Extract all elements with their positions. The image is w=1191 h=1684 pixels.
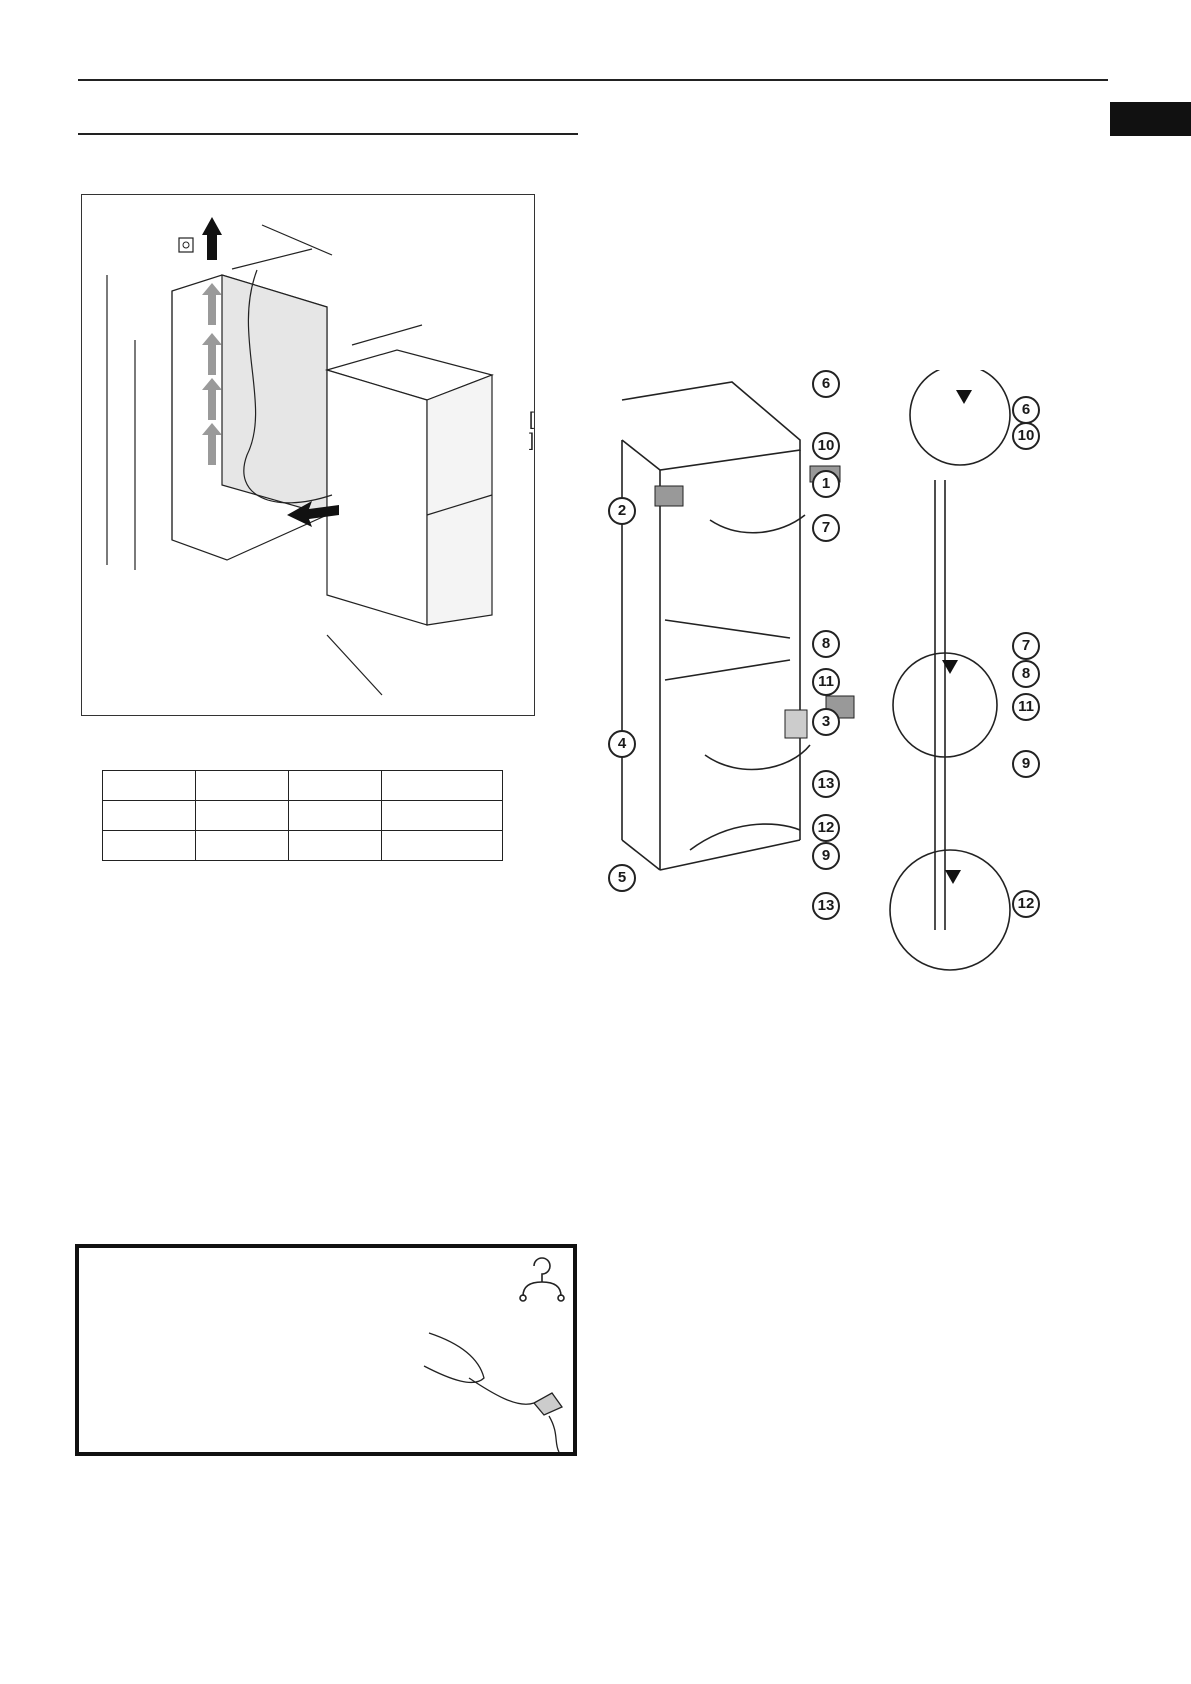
callout-6: 6: [812, 370, 840, 398]
safety-warning-box: [75, 1244, 577, 1456]
callout-10: 10: [812, 432, 840, 460]
figure-bracket: [ ]: [529, 409, 535, 450]
table-cell: [381, 770, 503, 801]
table-cell: [381, 830, 503, 861]
table-cell: [195, 800, 289, 831]
callout-5: 5: [608, 864, 636, 892]
callout-9: 9: [812, 842, 840, 870]
callout-12-detail: 12: [1012, 890, 1040, 918]
table-row: [102, 770, 503, 801]
callout-3: 3: [812, 708, 840, 736]
unplug-hand-illustration: [423, 1332, 563, 1452]
callout-7: 7: [812, 514, 840, 542]
callout-6-detail: 6: [1012, 396, 1040, 424]
hinge-diagram: [621, 370, 1011, 971]
section-rule: [78, 133, 578, 135]
callout-13-detail: 13: [812, 892, 840, 920]
callout-9-detail: 9: [1012, 750, 1040, 778]
niche-diagram: [106, 217, 494, 696]
callout-1: 1: [812, 470, 840, 498]
installation-figure: [ ]: [81, 194, 535, 716]
header-rule: [78, 79, 1108, 81]
table-row: [102, 800, 503, 831]
callout-8-detail: 8: [1012, 660, 1040, 688]
table-row: [102, 830, 503, 861]
callout-12: 12: [812, 814, 840, 842]
table-cell: [102, 800, 196, 831]
callout-7-detail: 7: [1012, 632, 1040, 660]
callout-13: 13: [812, 770, 840, 798]
callout-10-detail: 10: [1012, 422, 1040, 450]
hinge-reversal-figure: 6 10 1 2 8 11 3 4 13 12 5 6 10 7 7 8 11 …: [600, 370, 1080, 980]
dimension-table: [102, 770, 503, 861]
callout-11: 11: [812, 668, 840, 696]
callout-2: 2: [608, 497, 636, 525]
callout-4: 4: [608, 730, 636, 758]
table-cell: [102, 830, 196, 861]
warning-illustration: [423, 1257, 565, 1452]
table-cell: [288, 800, 382, 831]
callout-8: 8: [812, 630, 840, 658]
electrical-safety-icon: [519, 1257, 565, 1302]
table-cell: [288, 830, 382, 861]
table-cell: [195, 770, 289, 801]
callout-11-detail: 11: [1012, 693, 1040, 721]
table-cell: [102, 770, 196, 801]
language-tab[interactable]: [1110, 102, 1191, 136]
table-cell: [288, 770, 382, 801]
table-cell: [381, 800, 503, 831]
table-cell: [195, 830, 289, 861]
